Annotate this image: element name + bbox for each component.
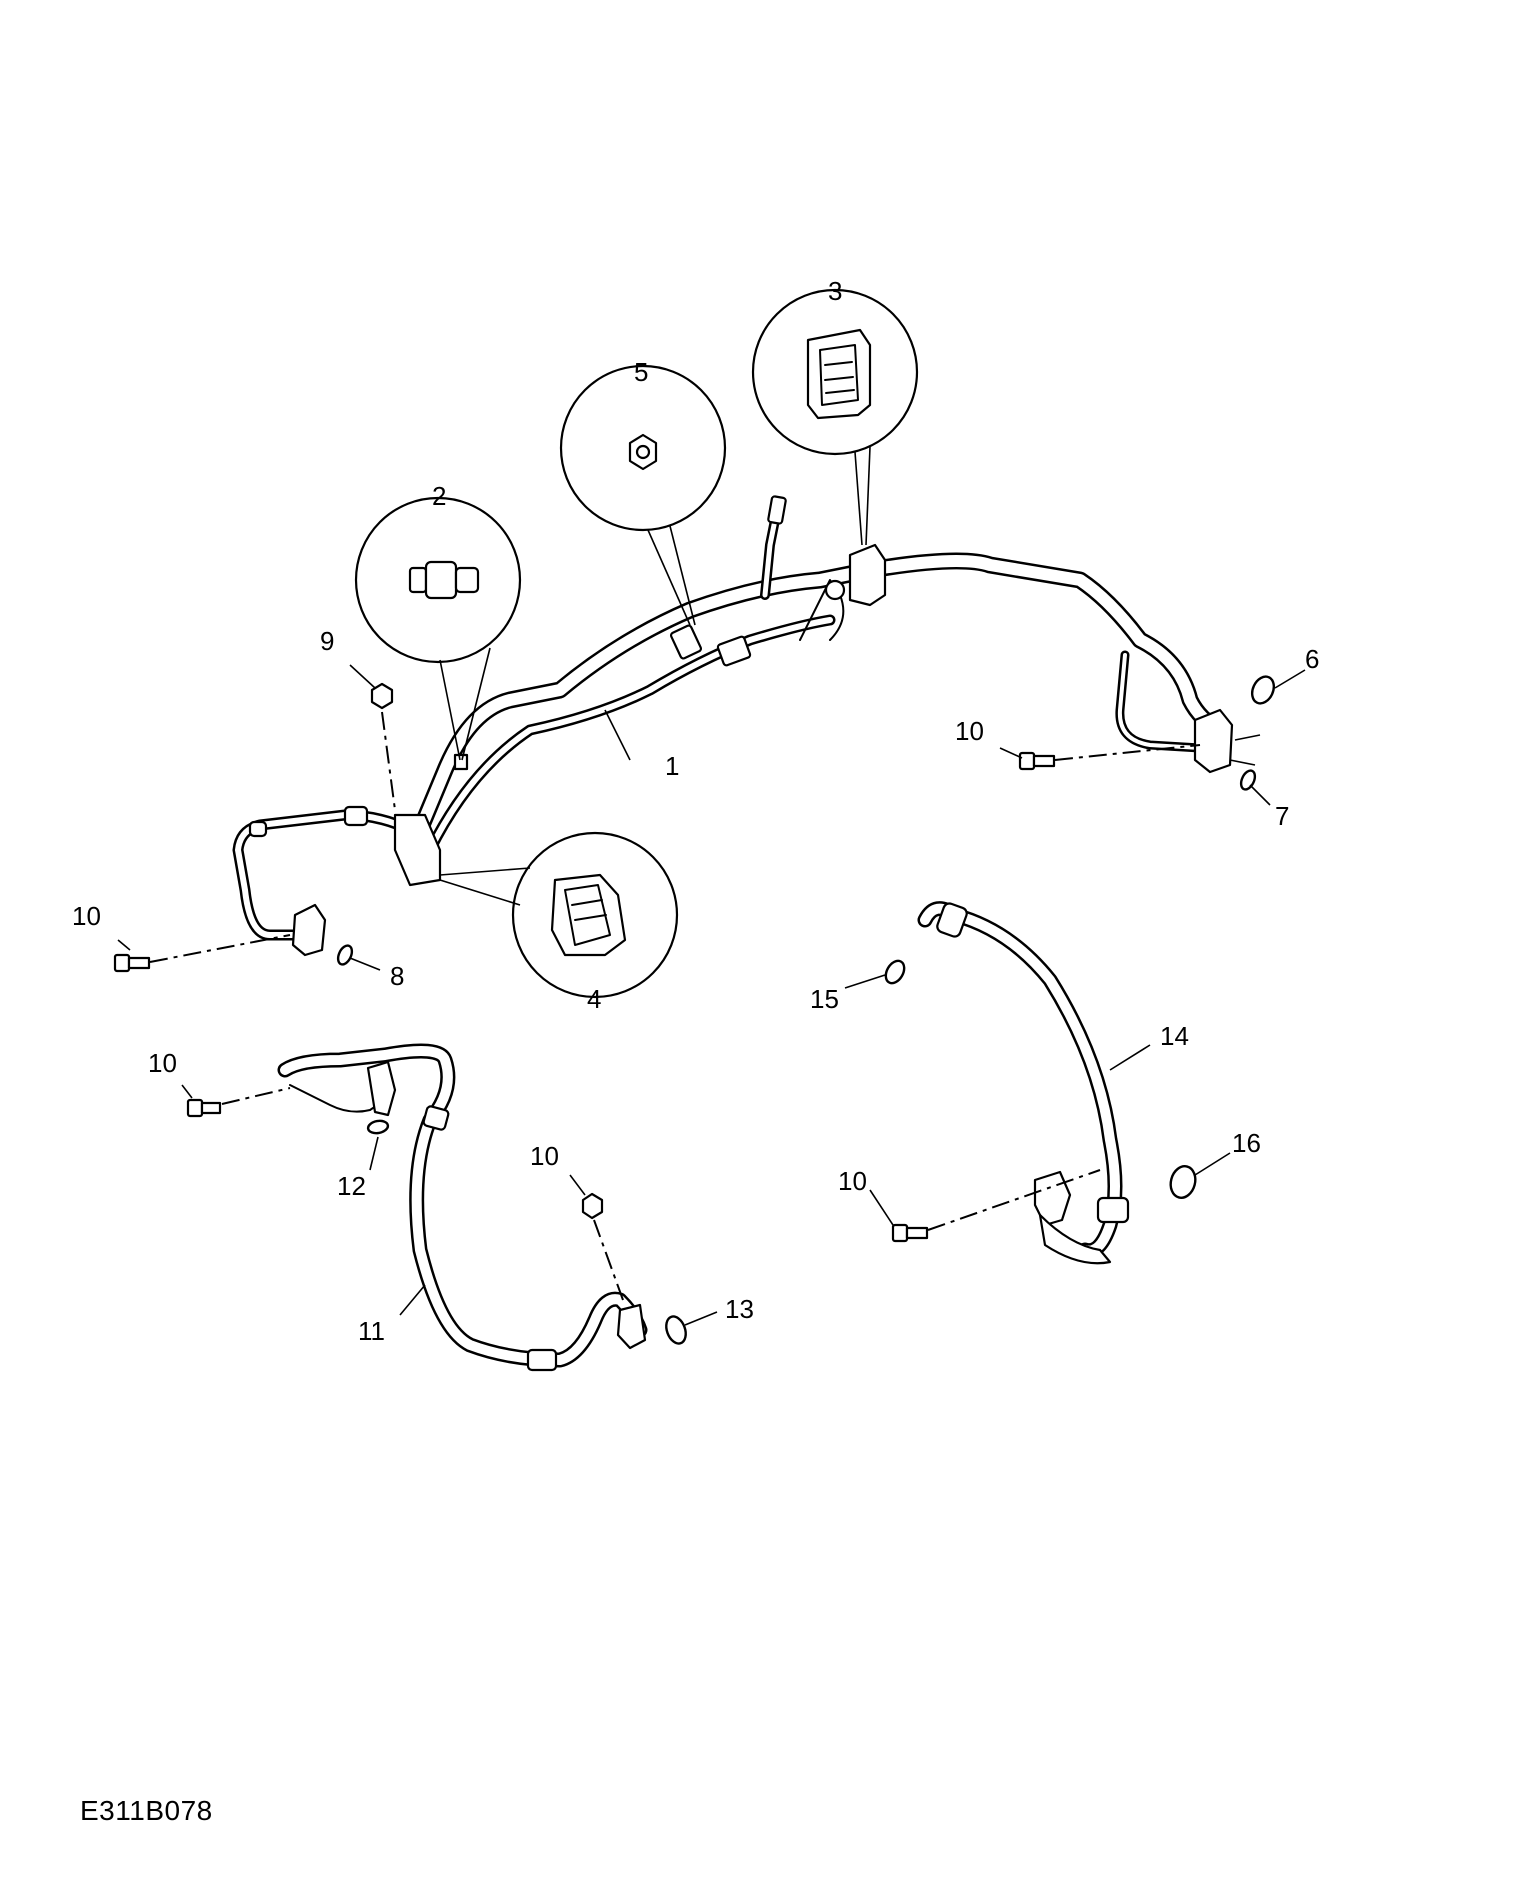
callout-9: 9	[320, 626, 334, 656]
callout-7: 7	[1275, 801, 1289, 831]
callout-5: 5	[634, 357, 648, 387]
callout-3: 3	[828, 276, 842, 306]
leader-lines	[117, 664, 1306, 1326]
callout-15: 15	[810, 984, 839, 1014]
hose-14-assembly	[884, 901, 1197, 1265]
callout-14: 14	[1160, 1021, 1189, 1051]
bolt-10-hose11-left	[186, 1087, 291, 1118]
bolt-10-hose14	[891, 1169, 1101, 1243]
callout-10-right: 10	[955, 716, 984, 746]
callout-13: 13	[725, 1294, 754, 1324]
bolt-10-right	[1018, 744, 1201, 771]
callout-11: 11	[358, 1316, 385, 1346]
callout-labels: 1 2 3 4 5 6 7 8 9 10 10 10 10 10 11 12 1…	[72, 276, 1319, 1346]
bolt-10-left	[113, 934, 291, 973]
main-hose-assembly	[232, 495, 1261, 957]
fastener-9	[370, 682, 396, 811]
detail-5	[559, 364, 727, 626]
callout-2: 2	[432, 481, 446, 511]
detail-3	[751, 288, 919, 546]
detail-2	[354, 496, 522, 761]
callout-10-hose14: 10	[838, 1166, 867, 1196]
callout-10-left: 10	[72, 901, 101, 931]
callout-10-hose11-top: 10	[530, 1141, 559, 1171]
callout-8: 8	[390, 961, 404, 991]
callout-6: 6	[1305, 644, 1319, 674]
callout-10-hose11-left: 10	[148, 1048, 177, 1078]
detail-4	[439, 831, 679, 999]
callout-12: 12	[337, 1171, 366, 1201]
diagram-reference-code: E311B078	[80, 1795, 213, 1826]
hose-11-assembly	[277, 1043, 687, 1372]
callout-4: 4	[587, 984, 601, 1014]
bolt-10-hose11-top	[581, 1192, 624, 1301]
callout-1: 1	[665, 751, 679, 781]
callout-16: 16	[1232, 1128, 1261, 1158]
